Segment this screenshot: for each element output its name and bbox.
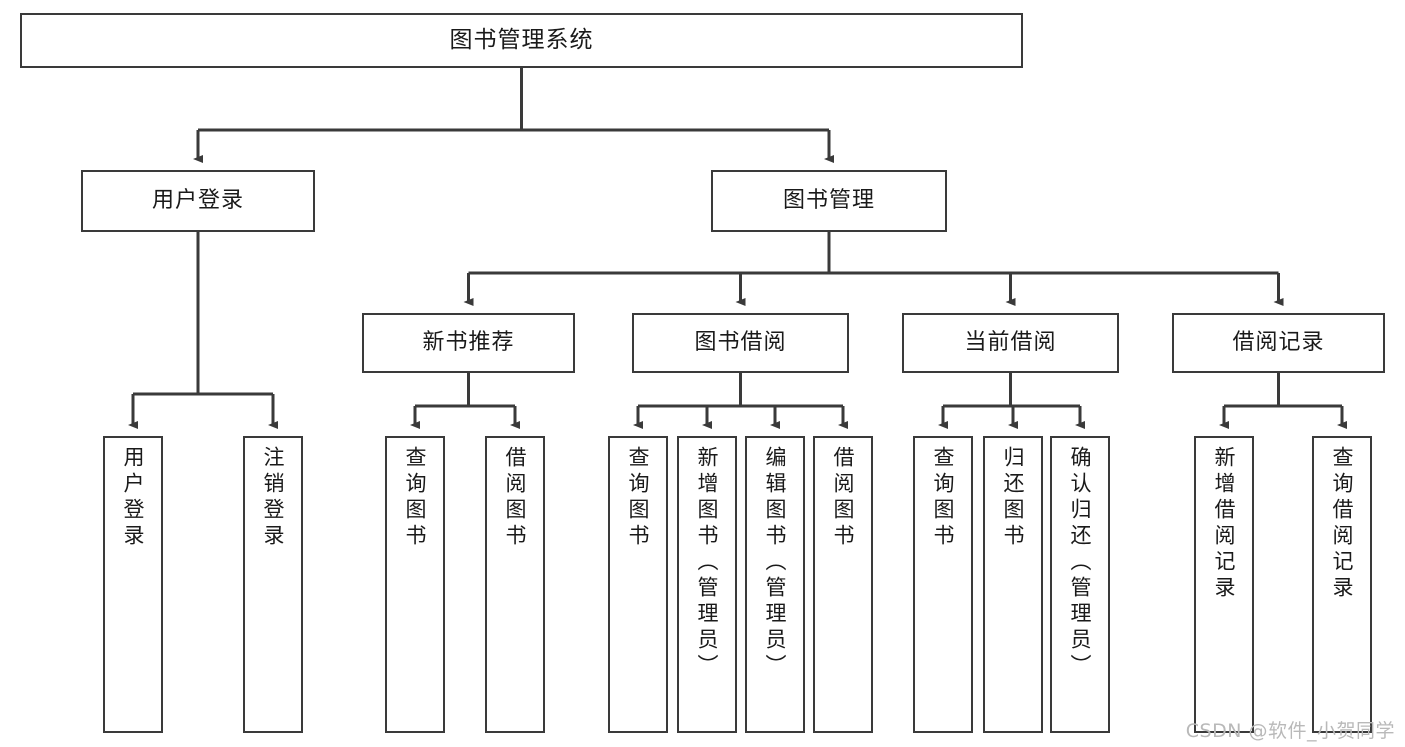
node-label: 查询图书 (626, 446, 651, 550)
node-label: 查询图书 (403, 446, 428, 550)
node-label: 查询图书 (931, 446, 956, 550)
node-level3-new-book-recommend[interactable]: 新书推荐 (362, 313, 575, 373)
node-leaf-query-book-recommend[interactable]: 查询图书 (385, 436, 445, 733)
node-level2-user-login[interactable]: 用户登录 (81, 170, 315, 232)
node-leaf-query-borrow-record[interactable]: 查询借阅记录 (1312, 436, 1372, 733)
node-root[interactable]: 图书管理系统 (20, 13, 1023, 68)
node-label: 借阅图书 (503, 446, 528, 550)
node-label: 新增图书（管理员） (695, 446, 720, 680)
node-leaf-borrow-book-recommend[interactable]: 借阅图书 (485, 436, 545, 733)
node-leaf-return-book[interactable]: 归还图书 (983, 436, 1043, 733)
node-leaf-borrow-book[interactable]: 借阅图书 (813, 436, 873, 733)
node-level3-borrow-records[interactable]: 借阅记录 (1172, 313, 1385, 373)
node-label: 注销登录 (261, 446, 286, 550)
node-label: 编辑图书（管理员） (763, 446, 788, 680)
node-label: 确认归还（管理员） (1068, 446, 1093, 680)
node-label: 图书借阅 (694, 329, 787, 355)
node-level3-book-borrow[interactable]: 图书借阅 (632, 313, 849, 373)
node-leaf-query-book-borrow[interactable]: 查询图书 (608, 436, 668, 733)
node-label: 用户登录 (151, 187, 244, 213)
node-level2-book-management[interactable]: 图书管理 (711, 170, 947, 232)
node-leaf-add-book-admin[interactable]: 新增图书（管理员） (677, 436, 737, 733)
node-leaf-edit-book-admin[interactable]: 编辑图书（管理员） (745, 436, 805, 733)
node-leaf-logout[interactable]: 注销登录 (243, 436, 303, 733)
node-label: 用户登录 (121, 446, 146, 550)
node-leaf-confirm-return-admin[interactable]: 确认归还（管理员） (1050, 436, 1110, 733)
node-label: 新增借阅记录 (1212, 446, 1237, 602)
node-label: 当前借阅 (964, 329, 1057, 355)
node-label: 归还图书 (1001, 446, 1026, 550)
node-label: 借阅图书 (831, 446, 856, 550)
node-root-label: 图书管理系统 (449, 26, 594, 53)
node-level3-current-borrow[interactable]: 当前借阅 (902, 313, 1119, 373)
node-label: 借阅记录 (1232, 329, 1325, 355)
csdn-watermark: CSDN @软件_小贺同学 (1185, 720, 1395, 742)
node-label: 查询借阅记录 (1330, 446, 1355, 602)
node-label: 新书推荐 (422, 329, 515, 355)
node-leaf-query-book-current[interactable]: 查询图书 (913, 436, 973, 733)
node-leaf-user-login[interactable]: 用户登录 (103, 436, 163, 733)
node-leaf-add-borrow-record[interactable]: 新增借阅记录 (1194, 436, 1254, 733)
node-label: 图书管理 (782, 187, 875, 213)
